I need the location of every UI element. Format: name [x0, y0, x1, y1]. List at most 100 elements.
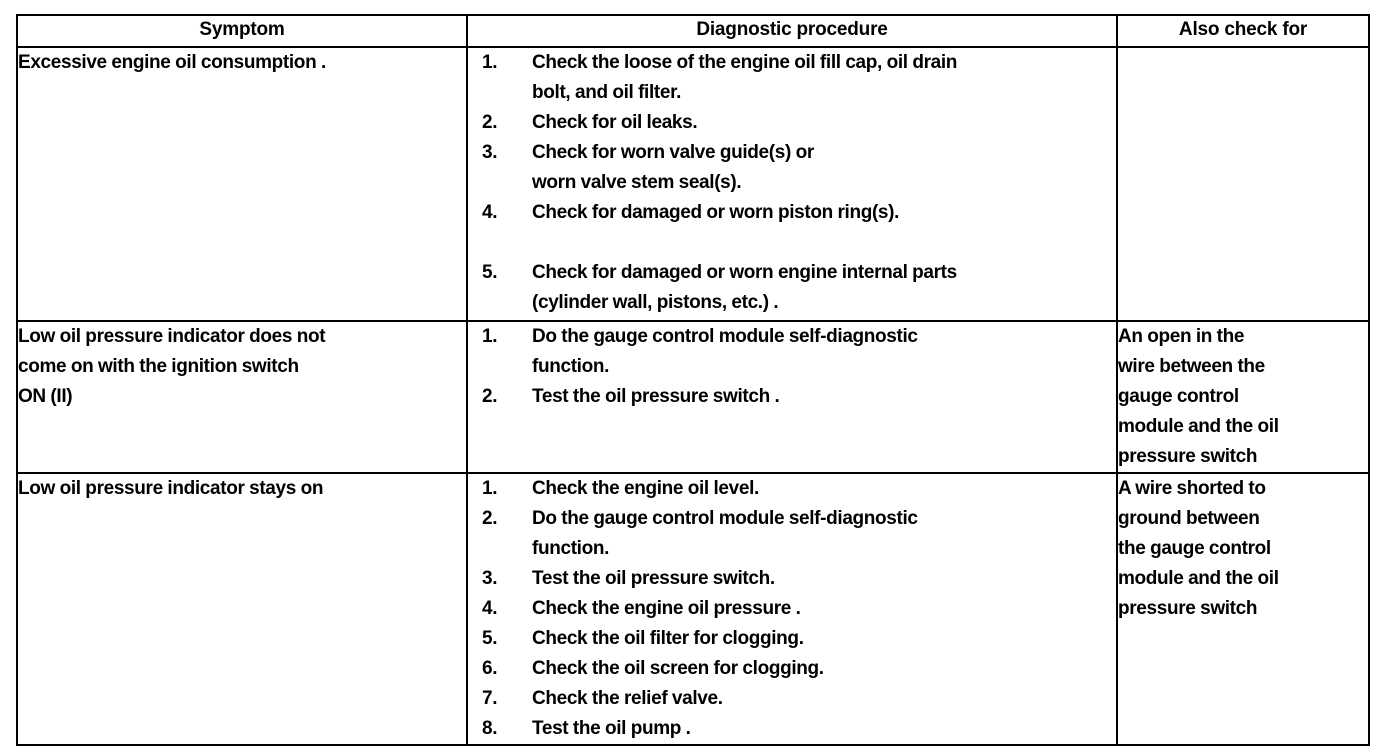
procedure-step-text: Check for damaged or worn engine interna…	[532, 258, 1116, 318]
table-body: Excessive engine oil consumption .1.Chec…	[16, 46, 1370, 746]
procedure-step-line: function.	[532, 356, 610, 377]
table-row: Excessive engine oil consumption . 1.Chec…	[16, 46, 1370, 322]
also-check-for-cell	[1116, 46, 1370, 322]
also-check-for-line: wire between the	[1118, 356, 1265, 377]
also-check-for-text: A wire shorted to ground between the gauge…	[1118, 474, 1368, 624]
procedure-step-text: Check for oil leaks.	[532, 108, 1116, 138]
also-check-for-line: ground between	[1118, 508, 1260, 529]
also-check-for-line: gauge control	[1118, 386, 1239, 407]
procedure-step-number: 2.	[482, 112, 498, 133]
procedure-step-line: (cylinder wall, pistons, etc.) .	[532, 292, 779, 313]
symptom-line: Excessive engine oil consumption .	[18, 52, 326, 73]
symptom-cell: Low oil pressure indicator does not come …	[16, 320, 468, 474]
procedure-step-line: Check for damaged or worn piston ring(s)…	[532, 202, 900, 223]
procedure-step-line: Check the oil screen for clogging.	[532, 658, 824, 679]
table-header: Symptom Diagnostic procedure Also check …	[16, 14, 1370, 48]
procedure-step: 2. Test the oil pressure switch .	[468, 382, 1116, 412]
procedure-step-number: 4.	[482, 202, 498, 223]
procedure-step-number: 1.	[482, 478, 498, 499]
diagnostic-procedure-cell: 1. Do the gauge control module self-diagn…	[466, 320, 1118, 474]
procedure-step-text: Check the relief valve.	[532, 684, 1116, 714]
procedure-step-number: 6.	[482, 658, 498, 679]
procedure-step-line: worn valve stem seal(s).	[532, 172, 742, 193]
procedure-step-line: Test the oil pressure switch .	[532, 386, 780, 407]
procedure-step-number: 4.	[482, 598, 498, 619]
procedure-step: 8. Test the oil pump .	[468, 714, 1116, 744]
symptom-text: Low oil pressure indicator stays on	[18, 474, 466, 504]
procedure-step-text: Check the oil screen for clogging.	[532, 654, 1116, 684]
procedure-step: 3. Check for worn valve guide(s) or worn v…	[468, 138, 1116, 198]
procedure-list: 1. Check the engine oil level. 2. Do the ga…	[468, 474, 1116, 744]
procedure-step: 4. Check for damaged or worn piston ring(…	[468, 198, 1116, 228]
procedure-step-text: Test the oil pressure switch .	[532, 382, 1116, 412]
also-check-for-cell: An open in the wire between the gauge cont…	[1116, 320, 1370, 474]
procedure-step: 5. Check the oil filter for clogging.	[468, 624, 1116, 654]
symptom-cell: Excessive engine oil consumption .	[16, 46, 468, 322]
procedure-step-text: Check the engine oil level.	[532, 474, 1116, 504]
procedure-step-text: Check for damaged or worn piston ring(s)…	[532, 198, 1116, 228]
procedure-step-line: function.	[532, 538, 610, 559]
procedure-step-number: 1.	[482, 326, 498, 347]
procedure-step: 7.Check the relief valve.	[468, 684, 1116, 714]
column-header-also-check: Also check for	[1116, 14, 1370, 48]
procedure-step: 5.Check for damaged or worn engine inter…	[468, 258, 1116, 318]
procedure-step-number: 3.	[482, 568, 498, 589]
procedure-step-number: 2.	[482, 508, 498, 529]
procedure-step-text: Check for worn valve guide(s) or worn val…	[532, 138, 1116, 198]
also-check-for-line: An open in the	[1118, 326, 1245, 347]
procedure-step-line: Check the engine oil pressure .	[532, 598, 801, 619]
table-row: Low oil pressure indicator stays on 1. Che…	[16, 472, 1370, 746]
also-check-for-line: module and the oil	[1118, 416, 1279, 437]
procedure-step-text: Do the gauge control module self-diagnos…	[532, 322, 1116, 382]
symptom-text: Low oil pressure indicator does not come …	[18, 322, 466, 412]
column-header-procedure-label: Diagnostic procedure	[696, 19, 888, 40]
symptom-line: come on with the ignition switch	[18, 356, 299, 377]
column-header-symptom: Symptom	[16, 14, 468, 48]
troubleshooting-table: Symptom Diagnostic procedure Also check …	[16, 14, 1370, 746]
column-header-also-check-label: Also check for	[1178, 19, 1308, 40]
procedure-step-line: Test the oil pressure switch.	[532, 568, 775, 589]
procedure-list: 1. Do the gauge control module self-diagn…	[468, 322, 1116, 412]
procedure-step-line: bolt, and oil filter.	[532, 82, 682, 103]
procedure-step-number: 8.	[482, 718, 498, 739]
also-check-for-line: the gauge control	[1118, 538, 1271, 559]
procedure-step-text: Do the gauge control module self-diagnos…	[532, 504, 1116, 564]
procedure-step-number: 5.	[482, 628, 498, 649]
also-check-for-cell: A wire shorted to ground between the gauge…	[1116, 472, 1370, 746]
procedure-step: 6. Check the oil screen for clogging.	[468, 654, 1116, 684]
procedure-step-text: Check the engine oil pressure .	[532, 594, 1116, 624]
procedure-step-line: Check the engine oil level.	[532, 478, 759, 499]
symptom-line: Low oil pressure indicator does not	[18, 326, 326, 347]
also-check-for-line: pressure switch	[1118, 598, 1258, 619]
procedure-step-text: Check the loose of the engine oil fill c…	[532, 48, 1116, 108]
procedure-step: 3. Test the oil pressure switch.	[468, 564, 1116, 594]
column-header-procedure: Diagnostic procedure	[466, 14, 1118, 48]
symptom-text: Excessive engine oil consumption .	[18, 48, 466, 78]
column-header-symptom-label: Symptom	[199, 19, 285, 40]
also-check-for-line: pressure switch	[1118, 446, 1258, 467]
also-check-for-line: A wire shorted to	[1118, 478, 1266, 499]
procedure-step: 1. Check the engine oil level.	[468, 474, 1116, 504]
procedure-step-line: Check for worn valve guide(s) or	[532, 142, 814, 163]
procedure-step-line: Do the gauge control module self-diagnos…	[532, 508, 918, 529]
also-check-for-line: module and the oil	[1118, 568, 1279, 589]
procedure-step-number: 2.	[482, 386, 498, 407]
procedure-step-number: 3.	[482, 142, 498, 163]
procedure-step-line: Do the gauge control module self-diagnos…	[532, 326, 918, 347]
procedure-step: 2. Do the gauge control module self-diagn…	[468, 504, 1116, 564]
procedure-step: 1.Check the loose of the engine oil fill…	[468, 48, 1116, 108]
diagnostic-procedure-cell: 1.Check the loose of the engine oil fill…	[466, 46, 1118, 322]
table-row: Low oil pressure indicator does not come …	[16, 320, 1370, 474]
procedure-step-line: Check the oil filter for clogging.	[532, 628, 804, 649]
diagnostic-procedure-cell: 1. Check the engine oil level. 2. Do the ga…	[466, 472, 1118, 746]
procedure-step: 2. Check for oil leaks.	[468, 108, 1116, 138]
procedure-step-line: Test the oil pump .	[532, 718, 691, 739]
symptom-cell: Low oil pressure indicator stays on	[16, 472, 468, 746]
also-check-for-text: An open in the wire between the gauge cont…	[1118, 322, 1368, 472]
symptom-line: Low oil pressure indicator stays on	[18, 478, 324, 499]
procedure-step-text: Test the oil pressure switch.	[532, 564, 1116, 594]
procedure-step-line: Check the loose of the engine oil fill c…	[532, 52, 958, 73]
procedure-step: 1. Do the gauge control module self-diagn…	[468, 322, 1116, 382]
procedure-list: 1.Check the loose of the engine oil fill…	[468, 48, 1116, 318]
